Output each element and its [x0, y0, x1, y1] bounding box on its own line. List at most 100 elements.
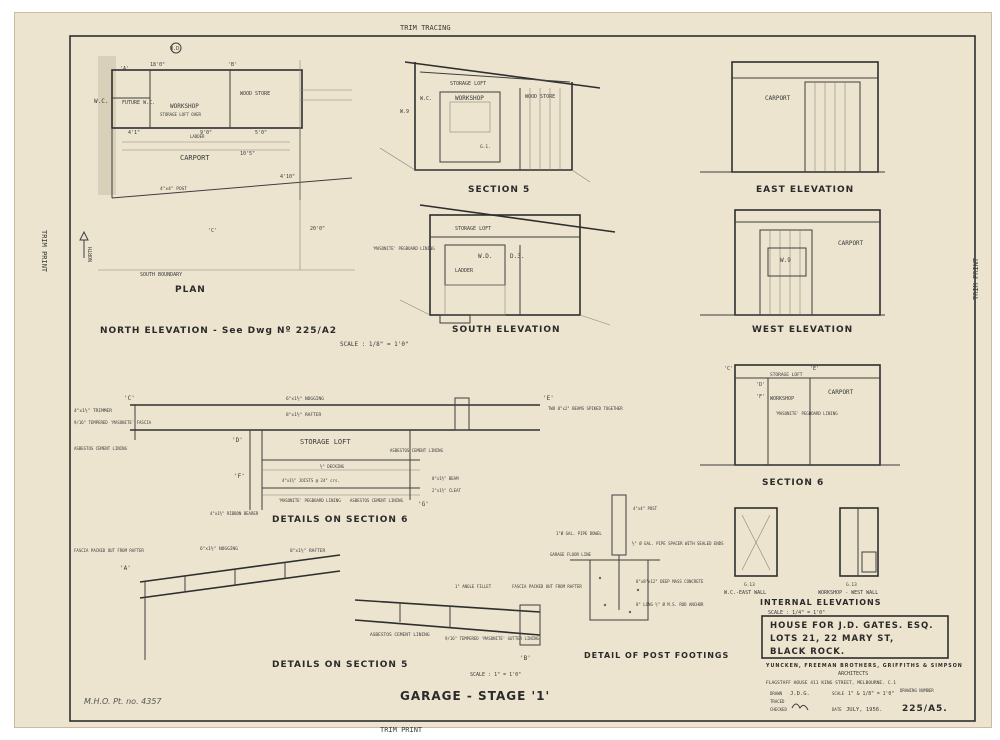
- scale-value: 1" & 1/8" = 1'0": [848, 691, 894, 697]
- south-elevation-label-ladder: LADDER: [455, 268, 474, 274]
- project-line1: HOUSE FOR J.D. GATES. ESQ.: [770, 621, 934, 631]
- date-label: DATE: [832, 707, 842, 712]
- d5-grid-a: 'A': [120, 565, 131, 572]
- d5-label-fascia-left: FASCIA PACKED OUT FROM RAFTER: [74, 548, 144, 553]
- d6-label-decking: ½" DECKING: [320, 464, 345, 469]
- paper-background: [14, 12, 992, 728]
- section5-drawing: STORAGE LOFT W.C. WORKSHOP WOOD STORE W.…: [379, 61, 601, 183]
- plan-grid-c: 'C': [208, 228, 217, 234]
- plan-drawing: W.D. W.C. FUTURE W.C. WORKSHOP STORAGE L…: [79, 42, 355, 278]
- section6-title: SECTION 6: [762, 478, 824, 488]
- plan-dim-3: 5'0": [255, 130, 267, 136]
- drawn-label: DRAWN: [770, 691, 783, 696]
- d6-label-two-beams: TWO 8"x2" BEAMS SPIKED TOGETHER: [548, 406, 623, 411]
- section5-label-wc: W.C.: [420, 96, 432, 102]
- d5-label-nogging: 6"x1½" NOGGING: [200, 545, 238, 552]
- west-elevation-title: WEST ELEVATION: [752, 325, 853, 335]
- d6-label-asbestos-left: ASBESTOS CEMENT LINING: [74, 446, 128, 451]
- d6-label-ribbon: 4"x1½" RIBBON BEARER: [210, 511, 259, 516]
- d6-label-trimmer: 4"x1½" TRIMMER: [74, 407, 112, 414]
- pf-label-spacer: ½" Ø GAL. PIPE SPACER WITH SEALED ENDS: [632, 541, 724, 546]
- east-elevation-drawing: CARPORT: [700, 61, 885, 173]
- trim-print-bottom: TRIM PRINT: [380, 726, 423, 734]
- plan-dim-2: 4'1": [128, 130, 140, 136]
- south-elevation-label-wd: W.D.: [478, 253, 492, 260]
- int-label-wc-east: W.C.-EAST WALL: [724, 590, 766, 596]
- plan-label-post: 4"x4" POST: [160, 186, 187, 192]
- d6-label-cleat: 2"x1½" CLEAT: [432, 488, 461, 493]
- plan-title: PLAN: [175, 285, 206, 295]
- plan-label-carport: CARPORT: [180, 154, 210, 162]
- post-footings-title-text: DETAIL OF POST FOOTINGS: [584, 651, 729, 660]
- post-footings-drawing: 4"x4" POST 1"Ø GAL. PIPE DOWEL GARAGE FL…: [550, 494, 724, 621]
- south-elevation-drawing: STORAGE LOFT W.D. D.3. LADDER 'MASONITE'…: [372, 204, 616, 326]
- post-footings-title: DETAIL OF POST FOOTINGS: [584, 651, 729, 660]
- d6-label-joists: 4"x1½" JOISTS @ 24" crs.: [282, 478, 340, 483]
- d5-label-fillet: 1" ANGLE FILLET: [455, 584, 492, 589]
- section6-grid-c: 'C': [724, 366, 733, 372]
- section6-grid-e: 'E': [810, 366, 819, 372]
- trim-tracing-top: TRIM TRACING: [400, 24, 451, 32]
- d5-grid-b: 'B': [520, 655, 531, 662]
- int-label-g13-right: G.13: [846, 582, 857, 588]
- date-value: JULY, 1956.: [846, 707, 882, 713]
- plan-dim-5: 4'10": [280, 174, 295, 180]
- details-section6-drawing: 4"x1½" TRIMMER 9/16" TEMPERED 'MASONITE'…: [74, 395, 623, 516]
- south-elevation-label-loft: STORAGE LOFT: [455, 226, 491, 232]
- d6-label-pegboard: 'MASONITE' PEGBOARD LINING: [278, 498, 341, 503]
- d6-grid-e: 'E': [543, 395, 554, 402]
- d5-label-rafter: 8"x1½" RAFTER: [290, 547, 326, 554]
- south-elevation-label-d3: D.3.: [510, 253, 524, 260]
- plan-grid-b: 'B': [228, 62, 237, 68]
- int-label-g13-left: G.13: [744, 582, 755, 588]
- details-section5-scale: SCALE : 1" = 1'0": [470, 672, 521, 678]
- pf-label-anchor: 8" LONG ½" Ø M.S. ROD ANCHOR: [636, 602, 704, 607]
- section5-title: SECTION 5: [468, 185, 530, 195]
- plan-label-workshop: WORKSHOP: [170, 103, 199, 110]
- west-elevation-label-w9: W.9: [780, 257, 791, 264]
- north-arrow-icon: [79, 230, 89, 241]
- internal-elevations-drawing: G.13 G.13 W.C.-EAST WALL WORKSHOP - WEST…: [724, 507, 879, 596]
- project-line3: BLACK ROCK.: [770, 647, 845, 657]
- section5-label-woodstore: WOOD STORE: [525, 94, 555, 100]
- plan-dim-0: 18'0": [150, 62, 165, 68]
- d6-label-nogging: 6"x1½" NOGGING: [286, 395, 324, 402]
- drawing-number-label: DRAWING NUMBER: [900, 688, 934, 693]
- west-elevation-label-carport: CARPORT: [838, 240, 864, 247]
- plan-label-north: NORTH: [88, 247, 94, 262]
- d6-grid-g: 'G': [418, 501, 429, 508]
- section6-grid-f: 'F': [756, 394, 765, 400]
- checked-label: CHECKED: [770, 707, 787, 712]
- pf-label-post: 4"x4" POST: [633, 506, 658, 511]
- internal-elevations-scale: SCALE : 1/4" = 1'0": [768, 610, 825, 616]
- drawing-number: 225/A5.: [902, 704, 948, 714]
- checked-signature: [791, 703, 809, 711]
- project-line2: LOTS 21, 22 MARY ST,: [770, 634, 894, 644]
- section6-label-pegboard: 'MASONITE' PEGBOARD LINING: [775, 411, 838, 416]
- int-label-workshop-west: WORKSHOP - WEST WALL: [818, 590, 878, 596]
- section5-label-workshop: WORKSHOP: [455, 95, 484, 102]
- east-elevation-title: EAST ELEVATION: [756, 185, 854, 195]
- details-section5-title: DETAILS ON SECTION 5: [272, 660, 408, 670]
- firm-address: FLAGSTAFF HOUSE 411 KING STREET, MELBOUR…: [766, 680, 896, 686]
- section6-drawing: STORAGE LOFT WORKSHOP CARPORT 'MASONITE'…: [700, 364, 900, 466]
- d6-grid-f: 'F': [234, 473, 245, 480]
- plan-dim-6: 10'5": [240, 151, 255, 157]
- plan-label-ladder: LADDER: [190, 134, 205, 139]
- d6-label-beam: 8"x1½" BEAM: [432, 476, 459, 481]
- section6-label-loft: STORAGE LOFT: [770, 372, 803, 378]
- west-elevation-drawing: CARPORT W.9: [700, 209, 885, 316]
- section6-grid-d: 'D': [756, 382, 765, 388]
- trim-print-right: TRIM PRINT: [972, 257, 980, 300]
- traced-label: TRACED: [770, 699, 785, 704]
- plan-dim-1: 9'0": [200, 130, 212, 136]
- d5-label-asbestos: ASBESTOS CEMENT LINING: [370, 632, 430, 638]
- pf-label-floor-line: GARAGE FLOOR LINE: [550, 552, 592, 557]
- title-block: HOUSE FOR J.D. GATES. ESQ. LOTS 21, 22 M…: [761, 615, 962, 714]
- plan-label-loft: STORAGE LOFT OVER: [160, 112, 202, 117]
- section6-label-carport: CARPORT: [828, 389, 854, 396]
- plan-label-woodstore: WOOD STORE: [240, 91, 270, 97]
- trim-print-left: TRIM PRINT: [40, 230, 48, 273]
